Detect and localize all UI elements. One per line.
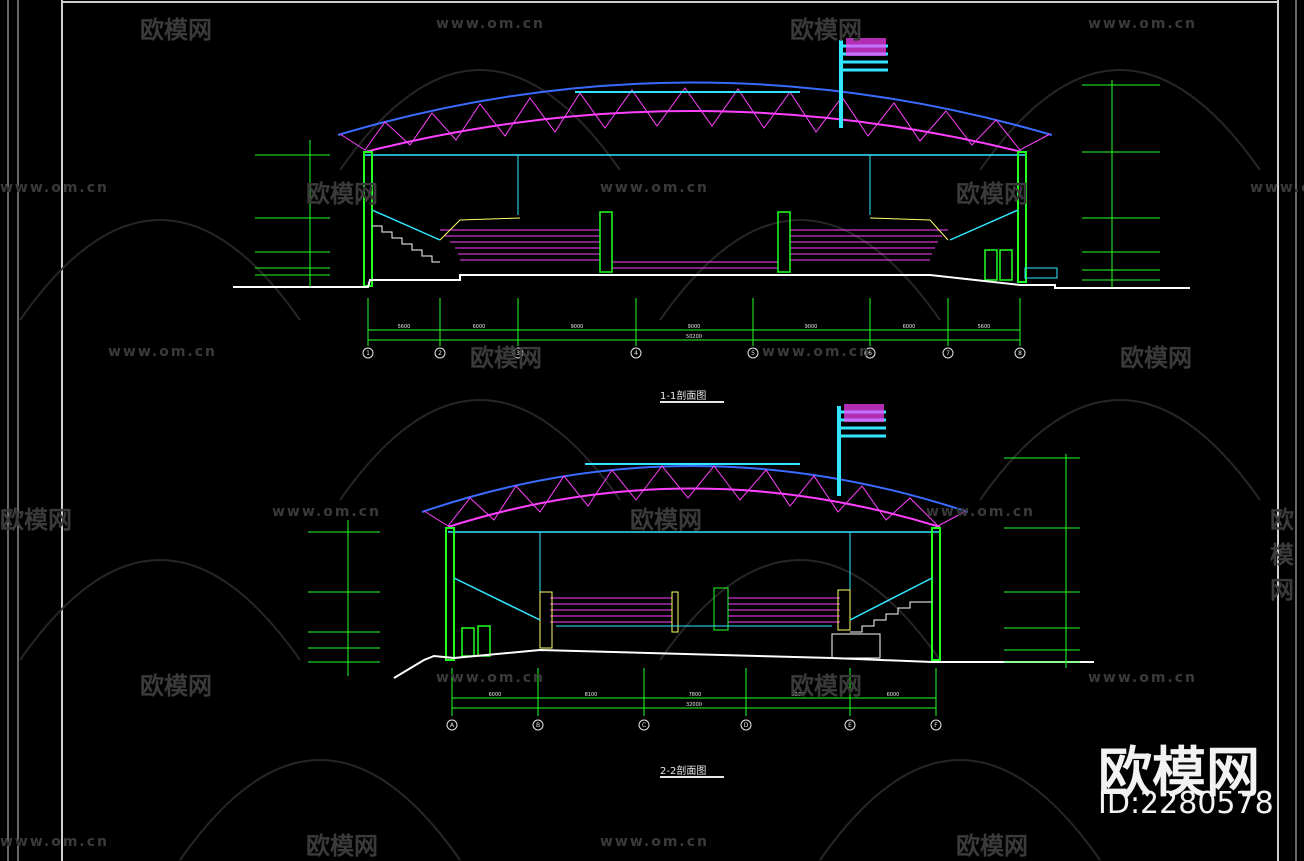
section-1-1-drawing <box>233 38 1190 346</box>
watermark-brand: 欧模网 <box>140 672 212 700</box>
roof-bottom-chord <box>447 487 941 528</box>
dimension-label: 9000 <box>805 324 818 330</box>
section-1-axis-labels: 1 2 3 4 5 6 7 8 <box>366 350 1022 357</box>
watermark-url: www.om.cn <box>1088 670 1198 686</box>
brand-badge: 欧模网 <box>1098 741 1260 804</box>
watermark-url: www.om.cn <box>436 16 546 32</box>
dimension-label: 9000 <box>688 324 701 330</box>
dimension-label: 8100 <box>585 692 598 698</box>
section-title-2-2: 2-2剖面图 <box>660 762 724 778</box>
axis-label: E <box>848 722 852 729</box>
section-title-underline <box>660 401 724 403</box>
watermark-url: www.om.cn <box>272 504 382 520</box>
section-title-text: 1-1剖面图 <box>660 391 707 402</box>
section-2-2-drawing <box>308 404 1094 716</box>
watermark-url: www.om.cn <box>600 180 710 196</box>
axis-label: D <box>744 722 749 729</box>
axis-label: 1 <box>366 350 370 357</box>
dimension-label: 6000 <box>903 324 916 330</box>
watermark-brand: 欧模网 <box>790 672 862 700</box>
section-2-dimensions: 6000 8100 7800 8100 6000 32000 <box>489 692 900 708</box>
section-2-axis-markers <box>446 719 942 731</box>
axis-label: F <box>934 722 938 729</box>
section-title-text: 2-2剖面图 <box>660 766 707 777</box>
watermark-url: www.om.cn <box>0 834 110 850</box>
watermark-brand: 欧模网 <box>956 832 1028 860</box>
section-title-1-1: 1-1剖面图 <box>660 387 724 403</box>
axis-label: B <box>536 722 540 729</box>
dimension-label: 7800 <box>689 692 702 698</box>
dimension-label: 6000 <box>489 692 502 698</box>
watermark-brand: 欧模网 <box>1270 506 1294 604</box>
roof-truss-web <box>339 87 1051 151</box>
axis-label: C <box>642 722 646 729</box>
dimension-label: 6000 <box>473 324 486 330</box>
axis-label: A <box>450 722 455 729</box>
dimension-label: 5600 <box>978 324 991 330</box>
roof-top-chord <box>421 465 969 513</box>
watermark-url: www.om.cn <box>108 344 218 360</box>
dimension-label: 8100 <box>792 692 805 698</box>
watermark-brand: 欧模网 <box>0 506 72 534</box>
axis-label: 8 <box>1018 350 1022 357</box>
watermark-brand: 欧模网 <box>470 344 542 372</box>
roof-top-chord <box>337 81 1053 136</box>
axis-label: 7 <box>946 350 950 357</box>
section-title-underline <box>660 776 724 778</box>
dimension-total: 50200 <box>686 334 702 340</box>
section-2-axis-labels: A B C D E F <box>450 722 938 729</box>
dimension-label: 9000 <box>571 324 584 330</box>
drawing-frame <box>7 0 1297 861</box>
axis-label: 4 <box>634 350 638 357</box>
watermark-brand: 欧模网 <box>140 16 212 44</box>
axis-label: 6 <box>868 350 872 357</box>
axis-label: 2 <box>438 350 442 357</box>
watermark-url: www.om.cn <box>436 670 546 686</box>
watermark-brand: 欧模网 <box>630 506 702 534</box>
watermark-brand: 欧模网 <box>790 16 862 44</box>
watermark-brand: 欧模网 <box>306 180 378 208</box>
watermark-brand: 欧模网 <box>956 180 1028 208</box>
watermark-url: www.om.cn <box>1250 180 1304 196</box>
section-1-dimensions: 5600 6000 9000 9000 9000 6000 5600 50200 <box>398 324 991 340</box>
watermark-url: www.om.cn <box>1088 16 1198 32</box>
axis-label: 5 <box>751 350 755 357</box>
roof-bottom-chord <box>364 110 1023 153</box>
model-id: ID:2280578 <box>1098 786 1274 821</box>
dimension-label: 6000 <box>887 692 900 698</box>
watermark-brand: 欧模网 <box>306 832 378 860</box>
watermark-url: www.om.cn <box>600 834 710 850</box>
watermark-url: www.om.cn <box>762 344 872 360</box>
watermark-url: www.om.cn <box>0 180 110 196</box>
axis-label: 3 <box>516 350 520 357</box>
watermark-brand: 欧模网 <box>1120 344 1192 372</box>
section-1-axis-markers <box>362 347 1026 359</box>
roof-truss-web <box>423 465 967 527</box>
watermark-url: www.om.cn <box>926 504 1036 520</box>
dimension-total: 32000 <box>686 702 702 708</box>
dimension-label: 5600 <box>398 324 411 330</box>
watermark-arcs <box>19 69 1261 861</box>
